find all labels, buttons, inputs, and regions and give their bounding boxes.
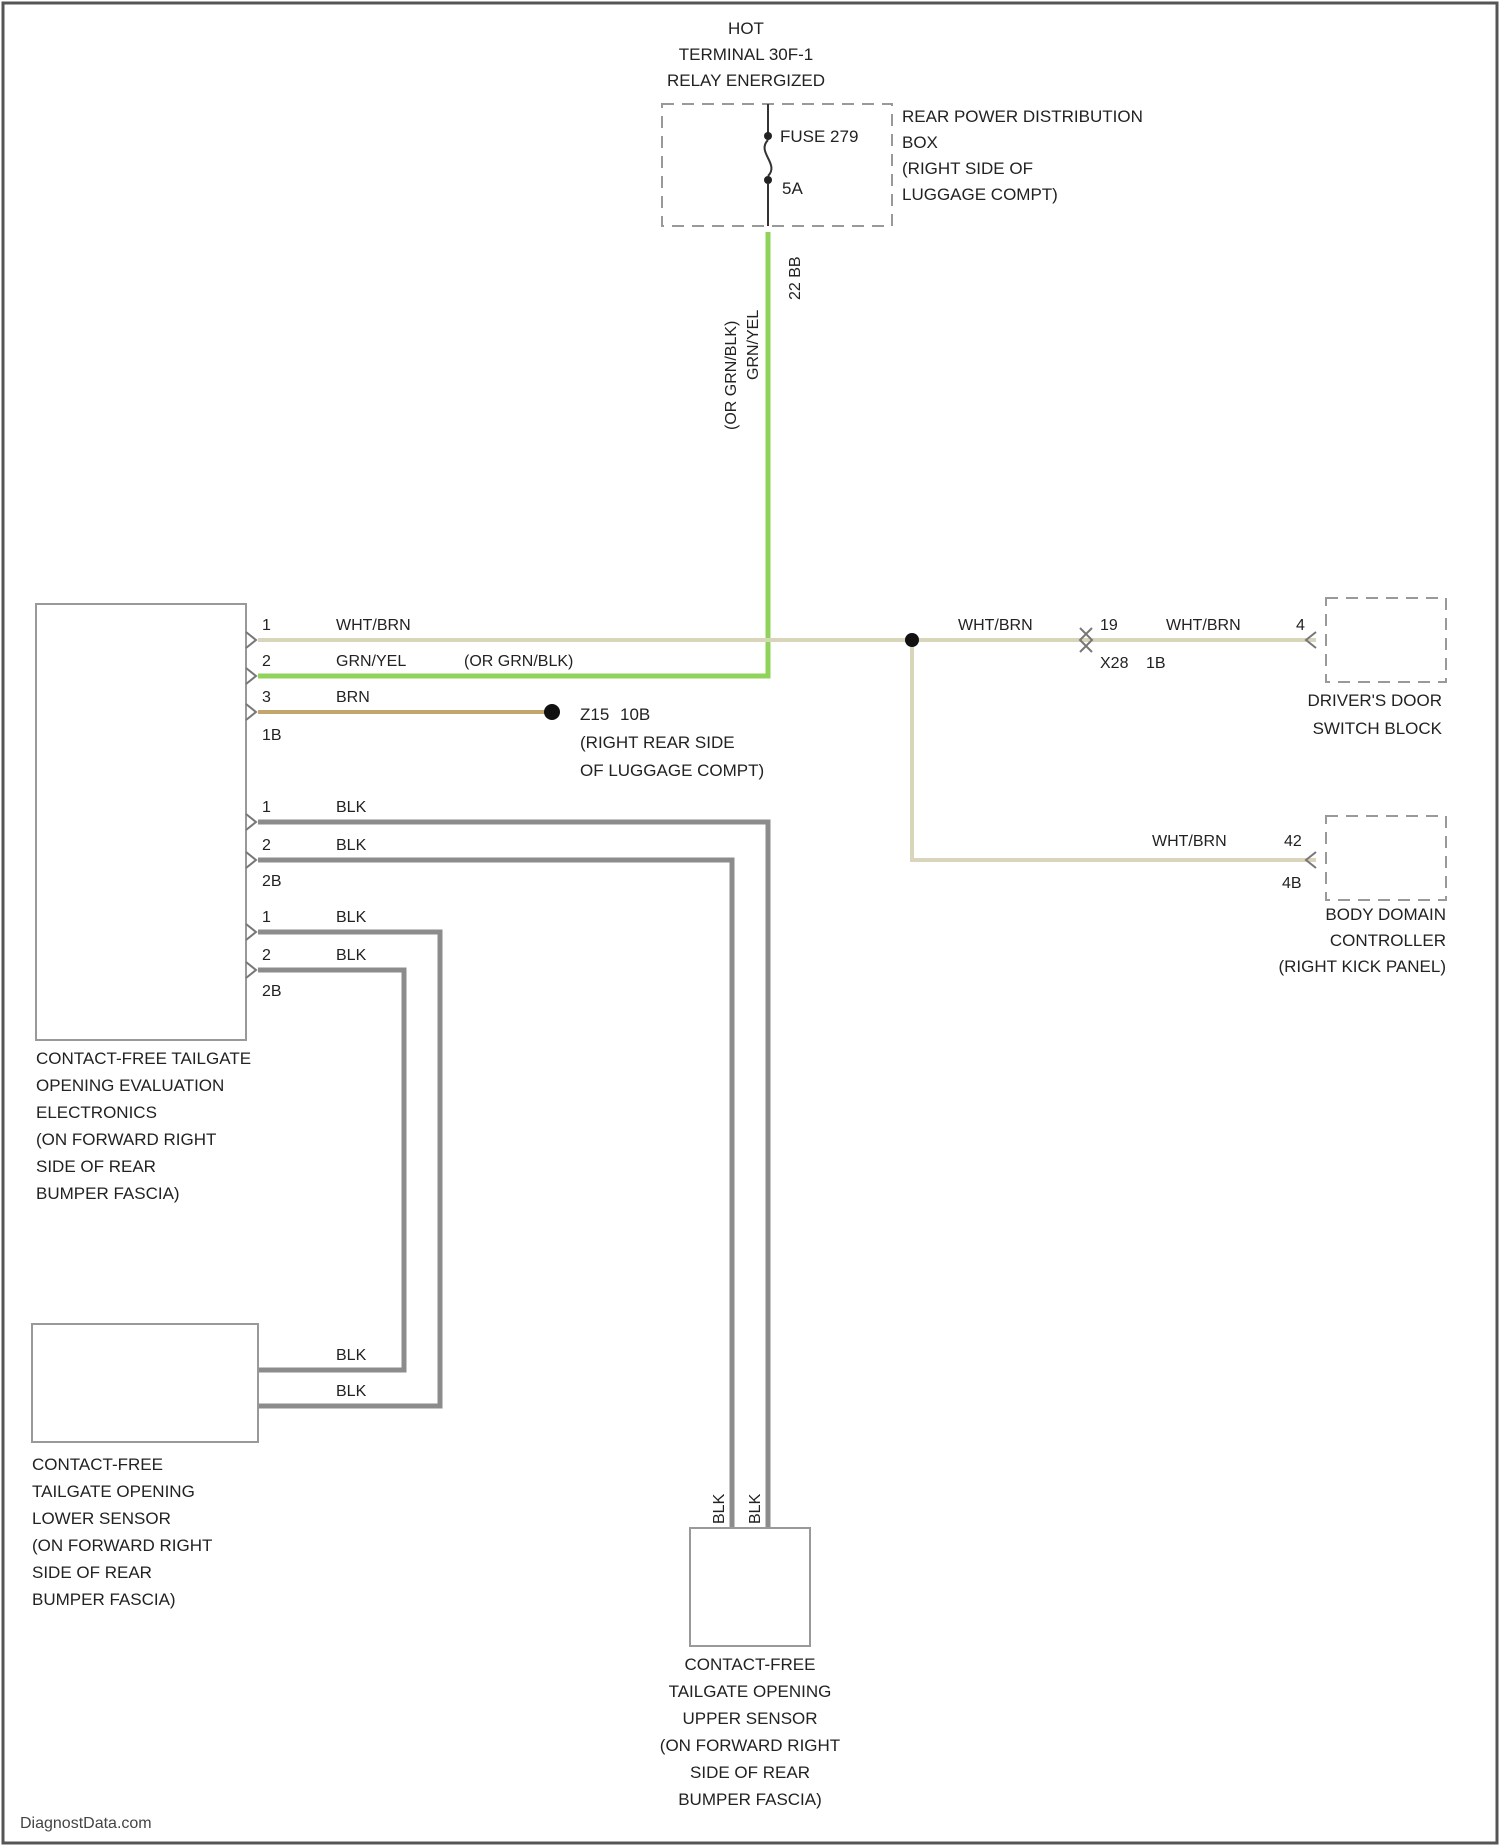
lower-sensor-label-1: CONTACT-FREE xyxy=(32,1455,163,1474)
rpdb-label-4: LUGGAGE COMPT) xyxy=(902,185,1058,204)
wire-label-brn: BRN xyxy=(336,689,370,706)
upper-sensor-label-2: TAILGATE OPENING xyxy=(669,1682,832,1701)
door-switch-pin: 4 xyxy=(1296,617,1305,634)
lower-sensor-label-5: SIDE OF REAR xyxy=(32,1563,152,1582)
eval-pin-2-lower: 2 xyxy=(262,947,271,964)
upper-sensor xyxy=(690,1528,810,1646)
eval-conn-2b-lower: 2B xyxy=(262,983,282,1000)
wire-label-grn-blk: (OR GRN/BLK) xyxy=(464,653,573,670)
watermark: DiagnostData.com xyxy=(20,1815,152,1832)
wire-label-blk-6: BLK xyxy=(336,1383,367,1400)
power-label-relay: RELAY ENERGIZED xyxy=(667,71,825,90)
eval-pin-2: 2 xyxy=(262,653,271,670)
power-label-terminal: TERMINAL 30F-1 xyxy=(679,45,813,64)
riser-color-label: GRN/YEL xyxy=(745,310,762,380)
ground-label: Z15 xyxy=(580,705,609,724)
wire-label-wht-brn-2: WHT/BRN xyxy=(958,617,1033,634)
fuse-rating: 5A xyxy=(782,179,803,198)
rpdb-label-2: BOX xyxy=(902,133,938,152)
wire-label-wht-brn-4: WHT/BRN xyxy=(1152,833,1227,850)
eval-label-2: OPENING EVALUATION xyxy=(36,1076,224,1095)
eval-label-1: CONTACT-FREE TAILGATE xyxy=(36,1049,251,1068)
wire-label-blk-7: BLK xyxy=(711,1493,728,1524)
lower-sensor-label-2: TAILGATE OPENING xyxy=(32,1482,195,1501)
wire-label-blk-3: BLK xyxy=(336,909,367,926)
evaluation-electronics-module xyxy=(36,604,246,1040)
fuse-number: FUSE 279 xyxy=(780,127,858,146)
door-switch-label-2: SWITCH BLOCK xyxy=(1313,719,1443,738)
fuse-terminal-top xyxy=(764,132,772,140)
eval-pin-2-upper: 2 xyxy=(262,837,271,854)
eval-pin-1-upper: 1 xyxy=(262,799,271,816)
bdc-label-2: CONTROLLER xyxy=(1330,931,1446,950)
eval-conn-2b-upper: 2B xyxy=(262,873,282,890)
inline-connector-size: 1B xyxy=(1146,655,1166,672)
eval-label-6: BUMPER FASCIA) xyxy=(36,1184,180,1203)
splice-dot xyxy=(905,633,919,647)
upper-sensor-label-5: SIDE OF REAR xyxy=(690,1763,810,1782)
power-label-hot: HOT xyxy=(728,19,764,38)
inline-connector-name: X28 xyxy=(1100,655,1129,672)
inline-connector-pin: 19 xyxy=(1100,617,1118,634)
wire-label-blk-1: BLK xyxy=(336,799,367,816)
eval-label-5: SIDE OF REAR xyxy=(36,1157,156,1176)
lower-sensor-label-6: BUMPER FASCIA) xyxy=(32,1590,176,1609)
wire-label-grn-yel: GRN/YEL xyxy=(336,653,406,670)
ground-location-2: OF LUGGAGE COMPT) xyxy=(580,761,764,780)
eval-label-4: (ON FORWARD RIGHT xyxy=(36,1130,216,1149)
riser-alt-color-label: (OR GRN/BLK) xyxy=(723,321,740,430)
lower-sensor xyxy=(32,1324,258,1442)
door-switch-label-1: DRIVER'S DOOR xyxy=(1307,691,1442,710)
bdc-pin: 42 xyxy=(1284,833,1302,850)
rpdb-label-1: REAR POWER DISTRIBUTION xyxy=(902,107,1143,126)
eval-pin-3: 3 xyxy=(262,689,271,706)
lower-sensor-label-3: LOWER SENSOR xyxy=(32,1509,171,1528)
ground-location-1: (RIGHT REAR SIDE xyxy=(580,733,735,752)
wire-label-blk-4: BLK xyxy=(336,947,367,964)
upper-sensor-label-1: CONTACT-FREE xyxy=(685,1655,816,1674)
ground-connector: 10B xyxy=(620,705,650,724)
eval-pin-1-lower: 1 xyxy=(262,909,271,926)
fuse-terminal-bottom xyxy=(764,176,772,184)
wire-label-blk-2: BLK xyxy=(336,837,367,854)
wire-label-wht-brn: WHT/BRN xyxy=(336,617,411,634)
upper-sensor-label-3: UPPER SENSOR xyxy=(682,1709,817,1728)
bdc-connector: 4B xyxy=(1282,875,1302,892)
lower-sensor-label-4: (ON FORWARD RIGHT xyxy=(32,1536,212,1555)
wire-label-blk-5: BLK xyxy=(336,1347,367,1364)
wire-label-blk-8: BLK xyxy=(747,1493,764,1524)
wire-label-wht-brn-3: WHT/BRN xyxy=(1166,617,1241,634)
eval-conn-1b: 1B xyxy=(262,727,282,744)
ground-point-icon xyxy=(544,704,560,720)
eval-label-3: ELECTRONICS xyxy=(36,1103,157,1122)
riser-connector-label: 22 BB xyxy=(787,256,804,300)
bdc-label-1: BODY DOMAIN xyxy=(1325,905,1446,924)
upper-sensor-label-4: (ON FORWARD RIGHT xyxy=(660,1736,840,1755)
upper-sensor-label-6: BUMPER FASCIA) xyxy=(678,1790,822,1809)
eval-pin-1: 1 xyxy=(262,617,271,634)
rpdb-label-3: (RIGHT SIDE OF xyxy=(902,159,1033,178)
bdc-label-3: (RIGHT KICK PANEL) xyxy=(1278,957,1446,976)
